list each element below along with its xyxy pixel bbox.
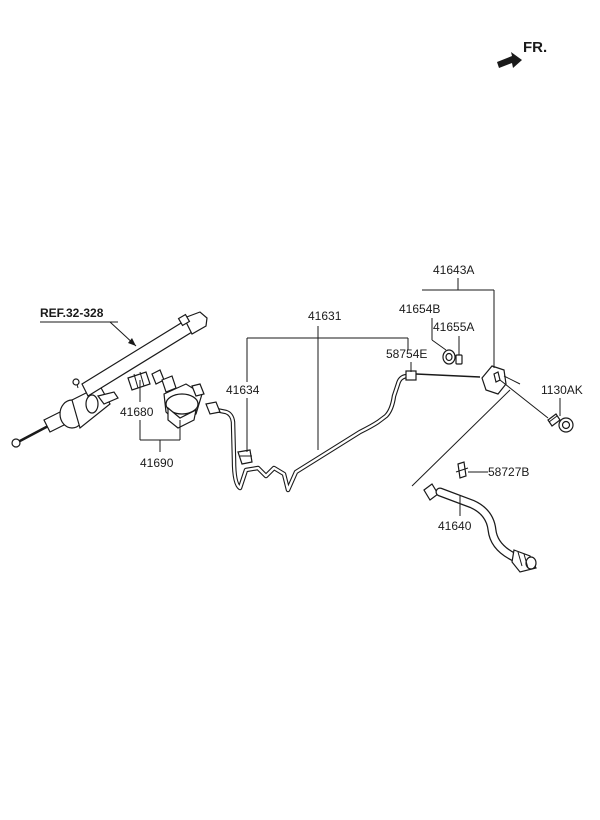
bolt-centerline: [499, 379, 549, 419]
tube-nut-left: [205, 401, 221, 415]
callout-41631: 41631 41634: [226, 309, 409, 452]
hose-centerline: [411, 389, 511, 487]
part-number-41655A[interactable]: 41655A: [433, 320, 474, 334]
push-rod-clevis: [11, 438, 21, 448]
callout-58754E: 58754E: [386, 347, 427, 372]
clutch-master-cylinder: [11, 311, 208, 448]
damper-inlet: [161, 375, 177, 393]
reference-label[interactable]: REF.32-328: [40, 306, 104, 320]
damper-outlet: [191, 383, 205, 397]
tube-right-extension: [415, 373, 481, 378]
part-number-41654B[interactable]: 41654B: [399, 302, 440, 316]
damper-top: [165, 393, 199, 415]
clip-41634: [237, 449, 253, 465]
front-arrow-icon: [497, 52, 522, 68]
reference-callout: REF.32-328: [40, 306, 137, 347]
hose-end-nut: [525, 556, 537, 570]
master-cylinder-port: [85, 394, 99, 414]
clip-58727B: 58727B: [455, 461, 529, 479]
clip-41655A: [455, 354, 463, 365]
hose-end-rib-1: [517, 551, 523, 567]
part-number-58754E[interactable]: 58754E: [386, 347, 427, 361]
retainer-clip-bar: [455, 467, 469, 473]
reservoir-tube-end: [183, 311, 208, 335]
bolt-1130AK: 1130AK: [499, 379, 583, 433]
part-number-1130AK[interactable]: 1130AK: [541, 383, 583, 397]
bolt-thread: [548, 415, 558, 423]
fitting-rib-2: [139, 371, 145, 387]
part-number-41680[interactable]: 41680: [120, 405, 154, 419]
tube-bracket-bolt: [72, 378, 80, 386]
bracket-tab: [503, 375, 521, 385]
part-number-41643A[interactable]: 41643A: [433, 263, 474, 277]
fitting-rib-1: [133, 373, 139, 389]
clutch-tube-41631: [205, 370, 481, 493]
damper-assembly: [127, 369, 205, 429]
clutch-tube-inner: [214, 374, 410, 492]
front-label: FR.: [523, 39, 547, 56]
reference-arrowhead-icon: [128, 338, 136, 346]
bracket-body: [481, 365, 507, 395]
hose-end-rib-2: [523, 553, 529, 569]
front-direction-indicator: FR.: [497, 39, 547, 68]
damper-base: [167, 406, 197, 429]
hose-inner: [436, 488, 520, 562]
push-rod: [17, 422, 53, 444]
outlet-fitting: [96, 391, 119, 405]
part-number-58727B[interactable]: 58727B: [488, 465, 529, 479]
callout-41643A: 41643A 41654B 41655A: [399, 263, 495, 368]
tube-clip-41634: [237, 449, 253, 465]
part-number-41690[interactable]: 41690: [140, 456, 174, 470]
part-number-41631[interactable]: 41631: [308, 309, 342, 323]
tube-clip: [177, 313, 191, 327]
part-number-41640[interactable]: 41640: [438, 519, 472, 533]
grommet-41654B-hole: [445, 352, 453, 362]
bolt-head-icon: [561, 420, 571, 430]
tube-nut-right: [405, 370, 417, 381]
leader-41654B-diag: [431, 339, 447, 351]
bracket-assembly: [442, 349, 521, 395]
clutch-hose-41640: 41640: [411, 389, 537, 573]
callout-41680-41690: 41680 41690: [120, 380, 181, 470]
fitting-41680: [127, 371, 151, 391]
bolt-shank: [547, 413, 561, 427]
part-number-41634[interactable]: 41634: [226, 383, 260, 397]
